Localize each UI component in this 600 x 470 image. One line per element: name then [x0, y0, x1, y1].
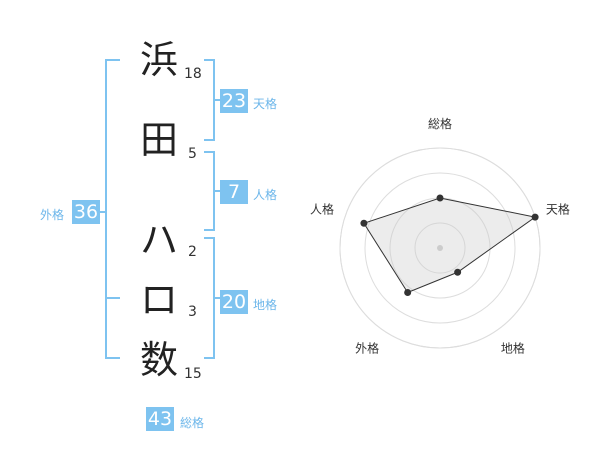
radar-axis-label-3: 地格 [501, 340, 525, 355]
stroke-count-1: 18 [184, 66, 202, 82]
stroke-count-2: 5 [188, 146, 197, 162]
radar-axis-label-1: 総格 [428, 116, 452, 131]
name-char-4: ロ [140, 278, 179, 322]
name-char-3: ハ [140, 218, 179, 262]
radar-point-1 [436, 194, 444, 202]
radar-point-4 [404, 288, 412, 296]
radar-point-5 [360, 219, 368, 227]
soukaku-label: 総格 [180, 416, 205, 430]
radar-point-3 [454, 268, 462, 276]
radar-center-dot [437, 245, 443, 251]
gaikaku-bracket [105, 59, 120, 359]
stroke-count-4: 3 [188, 304, 197, 320]
chikaku-label: 地格 [253, 298, 278, 312]
radar-axis-label-2: 天格 [546, 202, 570, 217]
stroke-count-3: 2 [188, 244, 197, 260]
name-char-2: 田 [140, 118, 179, 162]
chikaku-value: 20 [220, 290, 248, 314]
name-char-5: 数 [140, 338, 179, 382]
radar-series-area [363, 197, 537, 294]
name-char-1: 浜 [140, 38, 179, 82]
gaikaku-value: 36 [72, 200, 100, 224]
soukaku-value: 43 [146, 407, 174, 431]
stroke-count-5: 15 [184, 366, 202, 382]
tenkaku-value: 23 [220, 89, 248, 113]
radar-axis-label-5: 人格 [310, 202, 334, 217]
radar-grid-ring [414, 222, 466, 274]
radar-point-2 [531, 213, 539, 221]
jinkaku-label: 人格 [253, 188, 278, 202]
jinkaku-value: 7 [220, 180, 248, 204]
gaikaku-label: 外格 [40, 208, 65, 222]
radar-grid-ring [339, 147, 541, 349]
radar-axis-label-4: 外格 [355, 340, 379, 355]
radar-grid-ring [364, 172, 516, 324]
tenkaku-label: 天格 [253, 97, 278, 111]
